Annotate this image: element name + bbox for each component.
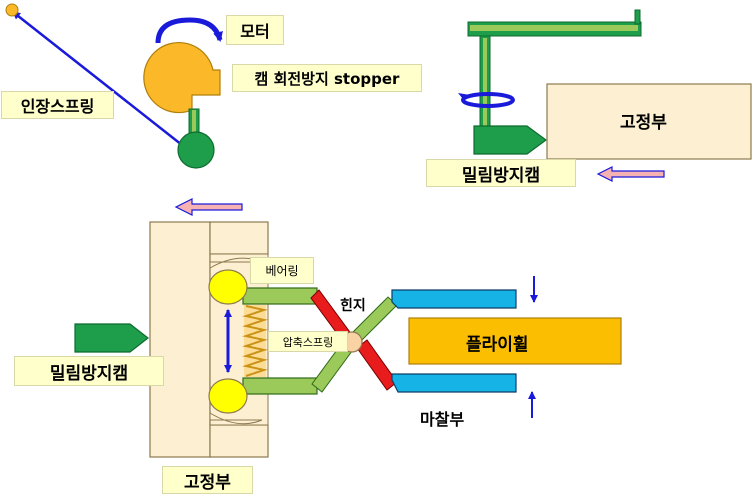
fixed-block-bottom [149, 221, 211, 458]
cam-assembly [5, 3, 223, 169]
label-fixed-top: 고정부 [620, 113, 667, 133]
label-anti-slip-cam-top: 밀림방지캠 [426, 159, 576, 187]
label-fixed-bottom: 고정부 [162, 466, 253, 494]
label-motor: 모터 [226, 15, 284, 45]
upper-arm [242, 287, 318, 305]
top-bar-tab [634, 9, 641, 25]
bearing-top [208, 269, 248, 305]
lower-arm [242, 377, 318, 395]
top-right-assembly [458, 9, 752, 182]
friction-pad-bottom [391, 373, 517, 393]
anti-slip-cam-left-shape [74, 323, 149, 353]
label-compression-spring: 압축스프링 [268, 331, 348, 352]
flywheel [408, 317, 622, 365]
clutch-assembly [74, 198, 622, 458]
label-anti-slip-cam-left: 밀림방지캠 [14, 356, 164, 386]
fixed-bottom-lip [209, 424, 269, 458]
fixed-top-lip [209, 221, 269, 255]
label-friction: 마찰부 [420, 410, 465, 429]
pink-arrow-bottom [174, 198, 243, 216]
fixed-block-top [546, 83, 752, 160]
label-tension-spring: 인장스프링 [1, 91, 114, 119]
label-hinge: 힌지 [340, 298, 366, 314]
anti-slip-cam-top-shape [473, 125, 548, 155]
motor-rotation-arrow [155, 17, 223, 44]
compression-spring [242, 305, 268, 377]
label-flywheel: 플라이휠 [466, 335, 529, 355]
cam-shape [143, 42, 221, 114]
bearing-bottom [208, 378, 248, 414]
tension-spring-line [12, 11, 183, 146]
pink-arrow-top [596, 166, 665, 182]
spring-anchor-dot [5, 3, 19, 17]
rotation-indicator [461, 92, 515, 108]
link-lower-right-red [356, 339, 398, 391]
label-bearing: 베어링 [250, 257, 314, 284]
friction-pad-top [391, 289, 517, 309]
label-cam-stopper: 캠 회전방지 stopper [232, 64, 422, 92]
cam-pivot [177, 131, 215, 169]
